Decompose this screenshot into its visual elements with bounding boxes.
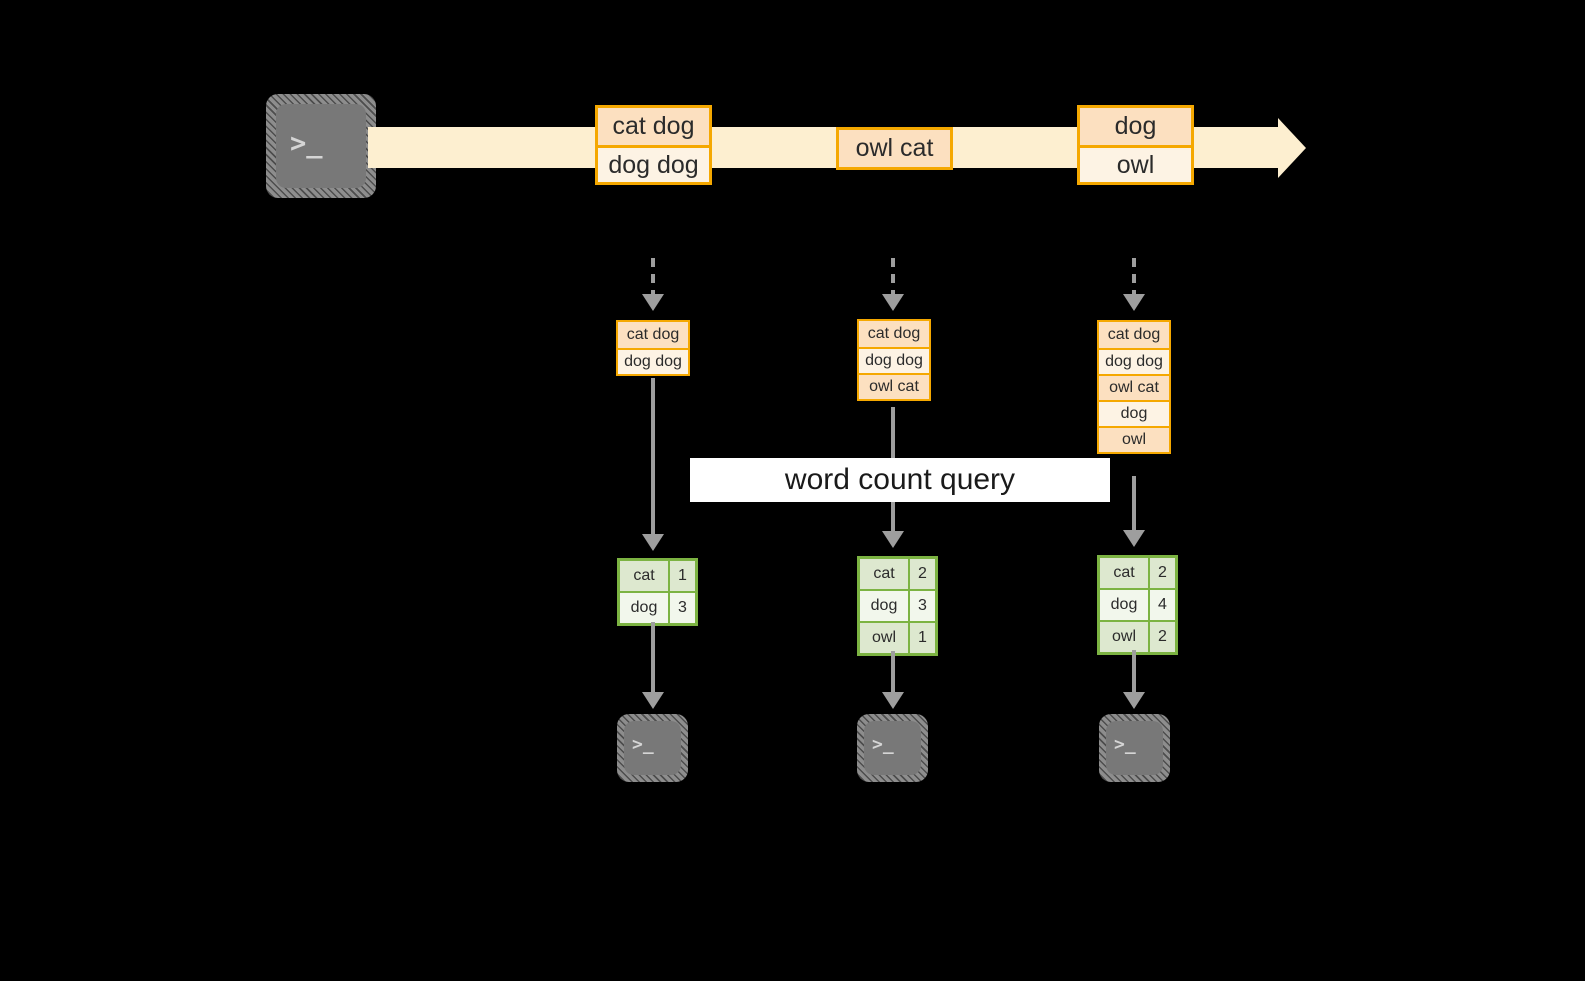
snapshot-input-line: dog (1099, 400, 1169, 426)
stream-record-line: dog (1080, 108, 1191, 145)
result-word: cat (620, 561, 668, 591)
snapshot-2-dashed-arrowhead (882, 294, 904, 311)
table-row: dog 3 (860, 589, 935, 621)
snapshot-3-query-connector (1132, 476, 1136, 534)
terminal-face (864, 721, 921, 775)
query-label-text: word count query (784, 463, 1016, 496)
stream-record-3[interactable]: dog owl (1077, 105, 1194, 185)
snapshot-input-line: owl cat (859, 373, 929, 399)
stream-record-2[interactable]: owl cat (836, 127, 953, 170)
snapshot-3-query-arrowhead (1123, 530, 1145, 547)
stream-record-line: owl cat (839, 130, 950, 167)
terminal-prompt-glyph: >_ (872, 734, 894, 755)
snapshot-2-sink-arrowhead (882, 692, 904, 709)
result-word: owl (1100, 622, 1148, 652)
snapshot-input-line: owl cat (1099, 374, 1169, 400)
snapshot-1-result-table[interactable]: cat 1 dog 3 (617, 558, 698, 626)
terminal-face (276, 104, 366, 188)
snapshot-2-sink-connector (891, 651, 895, 696)
table-row: cat 2 (1100, 558, 1175, 588)
table-row: dog 3 (620, 591, 695, 623)
terminal-prompt-glyph: >_ (1114, 734, 1136, 755)
snapshot-2-result-table[interactable]: cat 2 dog 3 owl 1 (857, 556, 938, 656)
result-word: dog (860, 591, 908, 621)
query-label: word count query (690, 458, 1110, 502)
snapshot-input-line: owl (1099, 426, 1169, 452)
table-row: cat 2 (860, 559, 935, 589)
snapshot-3-sink-connector (1132, 650, 1136, 696)
stream-record-line: owl (1080, 145, 1191, 182)
snapshot-3-result-table[interactable]: cat 2 dog 4 owl 2 (1097, 555, 1178, 655)
snapshot-1-query-connector (651, 378, 655, 538)
table-row: cat 1 (620, 561, 695, 591)
snapshot-3-dashed-arrowhead (1123, 294, 1145, 311)
terminal-face (1106, 721, 1163, 775)
result-word: owl (860, 623, 908, 653)
snapshot-input-line: cat dog (1099, 322, 1169, 348)
snapshot-2-dashed-connector (891, 258, 895, 296)
snapshot-3-sink-terminal-icon: >_ (1099, 714, 1170, 782)
stream-record-1[interactable]: cat dog dog dog (595, 105, 712, 185)
result-count: 1 (908, 623, 935, 653)
snapshot-3-sink-arrowhead (1123, 692, 1145, 709)
stream-record-line: dog dog (598, 145, 709, 182)
result-count: 1 (668, 561, 695, 591)
stream-record-line: cat dog (598, 108, 709, 145)
result-count: 2 (908, 559, 935, 589)
snapshot-3-dashed-connector (1132, 258, 1136, 296)
snapshot-1-sink-connector (651, 622, 655, 696)
snapshot-input-line: cat dog (618, 322, 688, 348)
terminal-prompt-glyph: >_ (290, 128, 323, 159)
snapshot-2-sink-terminal-icon: >_ (857, 714, 928, 782)
result-word: dog (1100, 590, 1148, 620)
result-count: 3 (668, 593, 695, 623)
snapshot-1-input-box[interactable]: cat dog dog dog (616, 320, 690, 376)
snapshot-input-line: dog dog (618, 348, 688, 374)
snapshot-1-sink-terminal-icon: >_ (617, 714, 688, 782)
result-count: 3 (908, 591, 935, 621)
result-word: cat (860, 559, 908, 589)
snapshot-1-dashed-arrowhead (642, 294, 664, 311)
terminal-prompt-glyph: >_ (632, 734, 654, 755)
result-count: 4 (1148, 590, 1175, 620)
table-row: owl 2 (1100, 620, 1175, 652)
snapshot-2-query-arrowhead (882, 531, 904, 548)
snapshot-1-sink-arrowhead (642, 692, 664, 709)
snapshot-1-query-arrowhead (642, 534, 664, 551)
snapshot-input-line: cat dog (859, 321, 929, 347)
snapshot-input-line: dog dog (1099, 348, 1169, 374)
snapshot-input-line: dog dog (859, 347, 929, 373)
result-word: cat (1100, 558, 1148, 588)
result-count: 2 (1148, 622, 1175, 652)
source-terminal-icon: >_ (266, 94, 376, 198)
snapshot-3-input-box[interactable]: cat dog dog dog owl cat dog owl (1097, 320, 1171, 454)
table-row: owl 1 (860, 621, 935, 653)
table-row: dog 4 (1100, 588, 1175, 620)
terminal-face (624, 721, 681, 775)
stream-arrowhead (1278, 118, 1306, 178)
result-word: dog (620, 593, 668, 623)
snapshot-2-input-box[interactable]: cat dog dog dog owl cat (857, 319, 931, 401)
snapshot-1-dashed-connector (651, 258, 655, 296)
result-count: 2 (1148, 558, 1175, 588)
